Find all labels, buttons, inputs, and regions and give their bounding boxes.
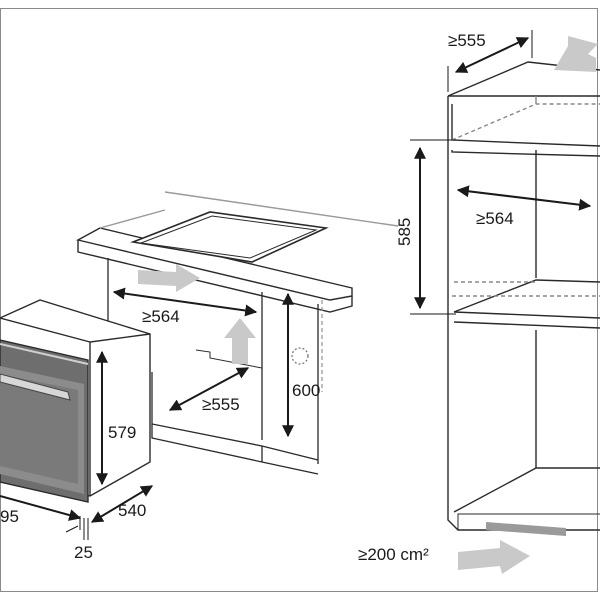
label-tall-cabinet-depth: ≥555 — [448, 31, 486, 50]
airflow-arrow-icon — [138, 36, 598, 574]
label-oven-door-offset: 25 — [74, 543, 93, 562]
label-oven-height: 579 — [108, 423, 136, 442]
cabinet-vent-slot — [486, 522, 566, 536]
cooktop-hob — [130, 211, 329, 263]
label-under-counter-height: 600 — [292, 381, 320, 400]
tall-cabinet — [447, 61, 600, 531]
label-oven-depth: 540 — [118, 501, 146, 520]
oven-handle — [0, 373, 71, 401]
dimension-lines — [0, 37, 592, 523]
countertop — [76, 191, 399, 313]
oven-door — [0, 339, 89, 503]
label-tall-cabinet-width: ≥564 — [476, 209, 514, 228]
diagram-frame — [0, 8, 598, 592]
label-ventilation-area: ≥200 cm² — [358, 545, 429, 564]
label-tall-cabinet-height: 585 — [395, 218, 414, 246]
label-under-counter-depth: ≥555 — [202, 395, 240, 414]
extension-lines — [65, 30, 533, 540]
under-counter-cavity — [107, 258, 323, 475]
label-under-counter-width: ≥564 — [142, 307, 180, 326]
label-oven-width-partial: 95 — [0, 507, 19, 526]
